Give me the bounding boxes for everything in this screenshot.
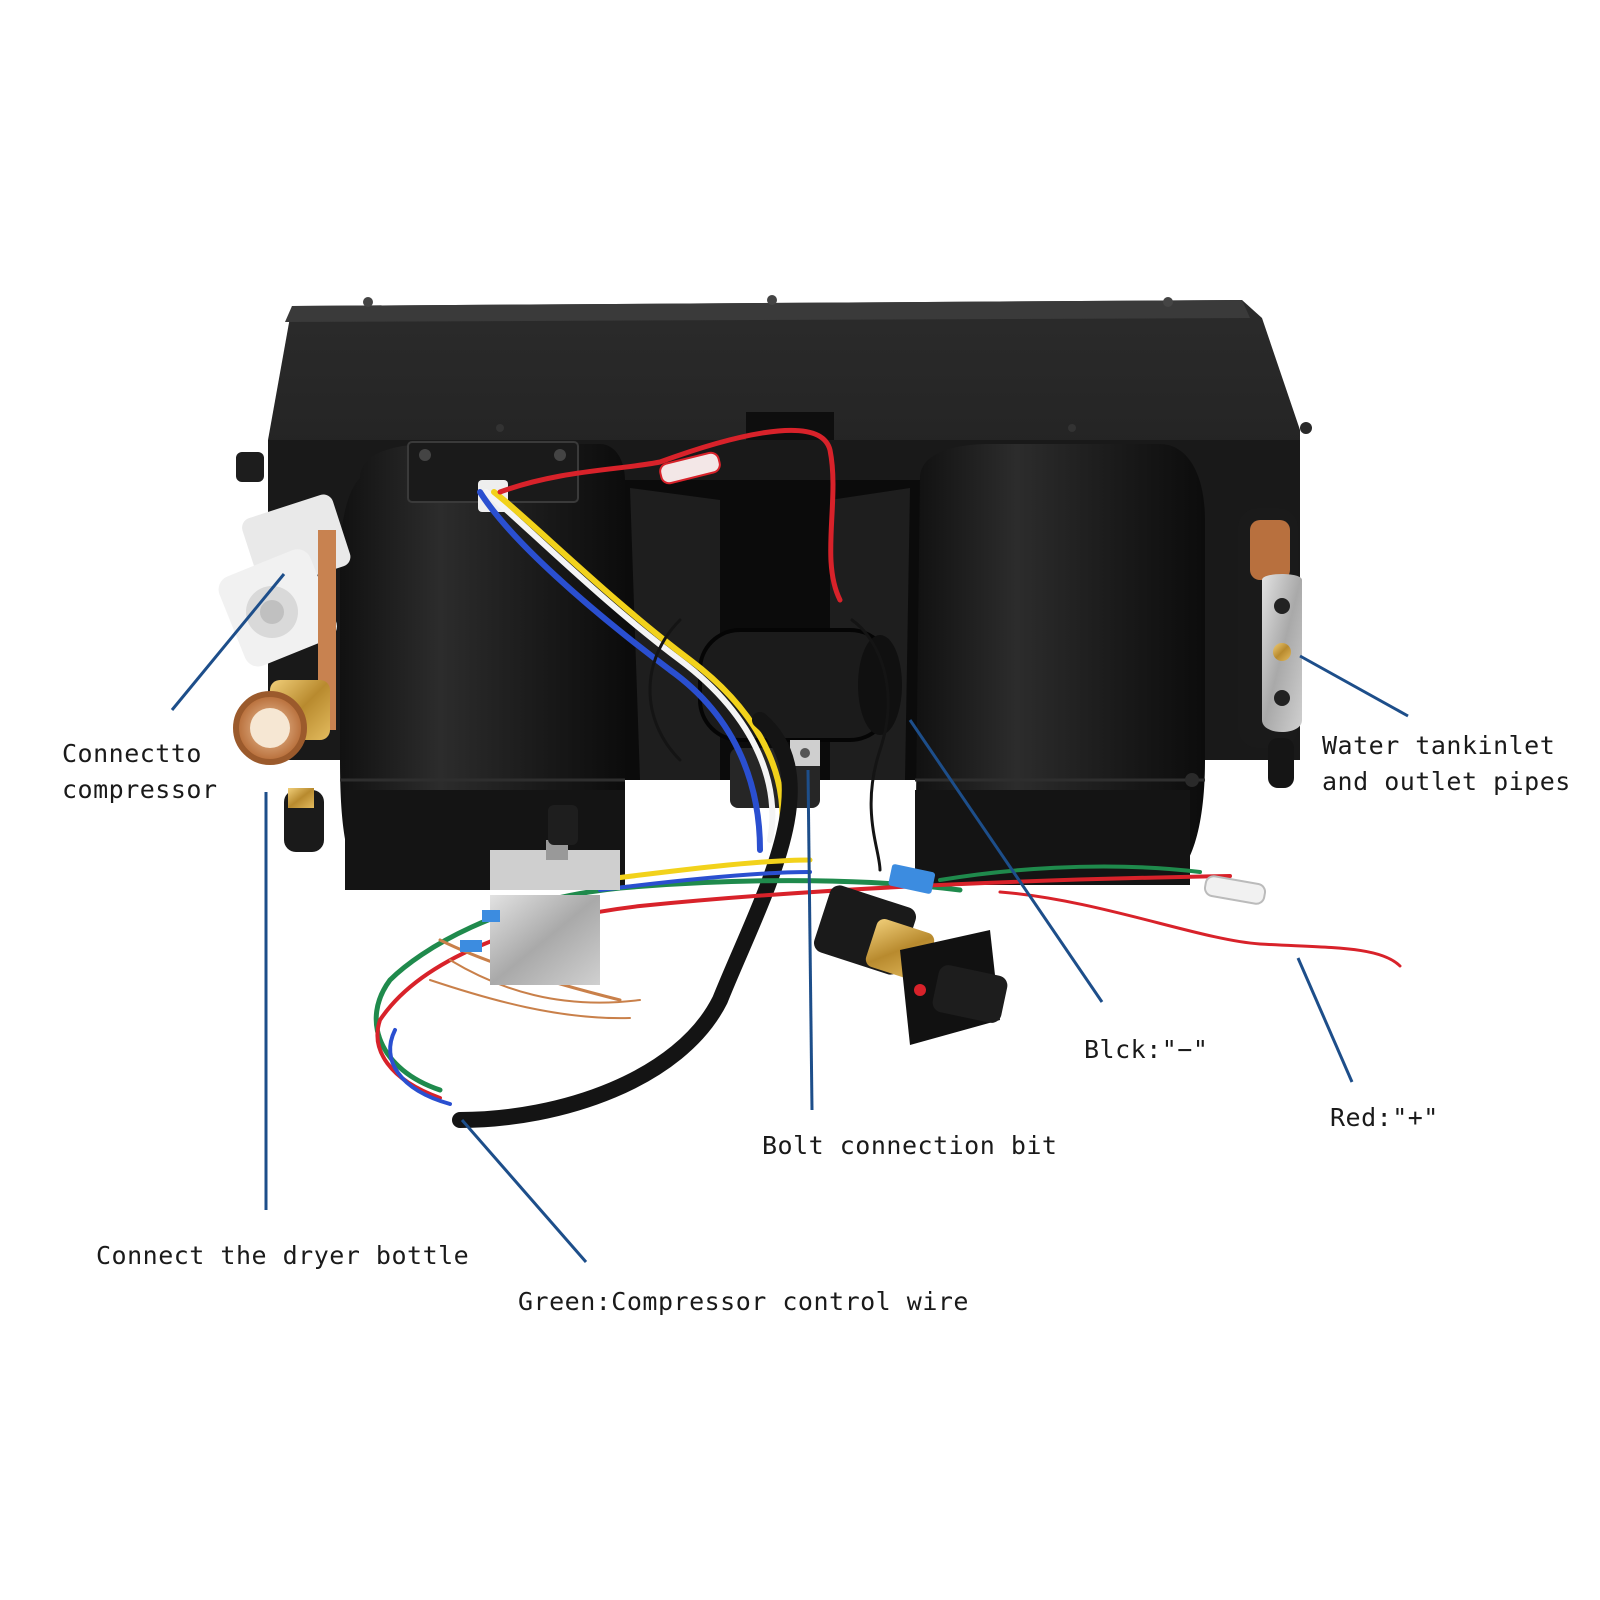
label-black-wire: Blck:"−" — [1084, 1035, 1209, 1064]
callout-line-compressor — [170, 573, 286, 711]
label-dryer-bottle: Connect the dryer bottle — [96, 1241, 470, 1270]
label-red-wire: Red:"+" — [1330, 1103, 1439, 1132]
label-connect-to-compressor-line2: compressor — [62, 775, 218, 804]
water-pipes — [1238, 508, 1302, 788]
fan-speed-switch — [813, 885, 1008, 1045]
label-water-tank-pipes: Water tankinlet and outlet pipes — [1322, 728, 1571, 800]
callout-line-green — [460, 1119, 588, 1263]
label-bolt-connection: Bolt connection bit — [762, 1131, 1058, 1160]
label-green-wire: Green:Compressor control wire — [518, 1287, 969, 1316]
label-water-tank-line1: Water tankinlet — [1322, 731, 1556, 760]
wire-terminals — [659, 451, 1267, 905]
callout-line-black — [908, 719, 1104, 1003]
label-water-tank-line2: and outlet pipes — [1322, 767, 1571, 796]
label-connect-to-compressor: Connectto compressor — [62, 736, 218, 808]
wiring-harness — [373, 427, 1402, 1128]
callout-lines — [170, 573, 1409, 1263]
expansion-valve — [218, 494, 351, 852]
thermostat-switch — [460, 805, 620, 985]
callout-line-bolt — [806, 769, 814, 1111]
right-blower-shell — [915, 444, 1205, 885]
callout-line-red — [1296, 957, 1354, 1083]
label-connect-to-compressor-line1: Connectto — [62, 739, 202, 768]
callout-line-water — [1299, 654, 1409, 718]
